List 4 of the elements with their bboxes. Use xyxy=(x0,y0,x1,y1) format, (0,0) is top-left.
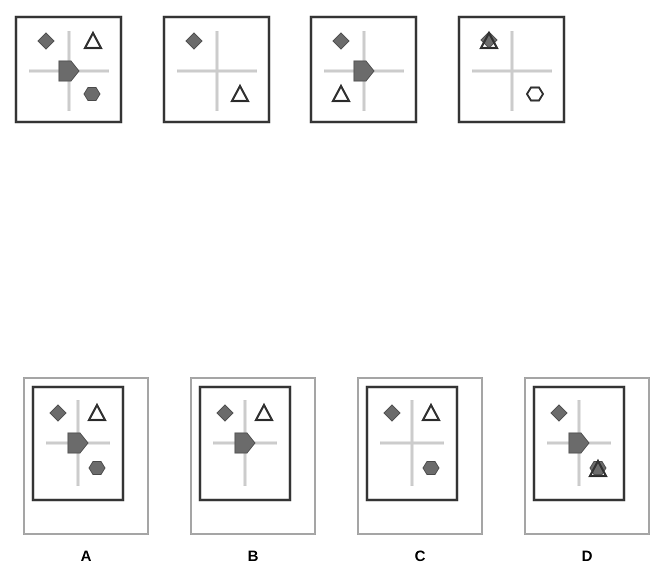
option-letter: B xyxy=(246,548,260,566)
option-letter: C xyxy=(414,548,426,566)
option-letter: D xyxy=(580,548,594,566)
option-letter: A xyxy=(80,548,92,566)
